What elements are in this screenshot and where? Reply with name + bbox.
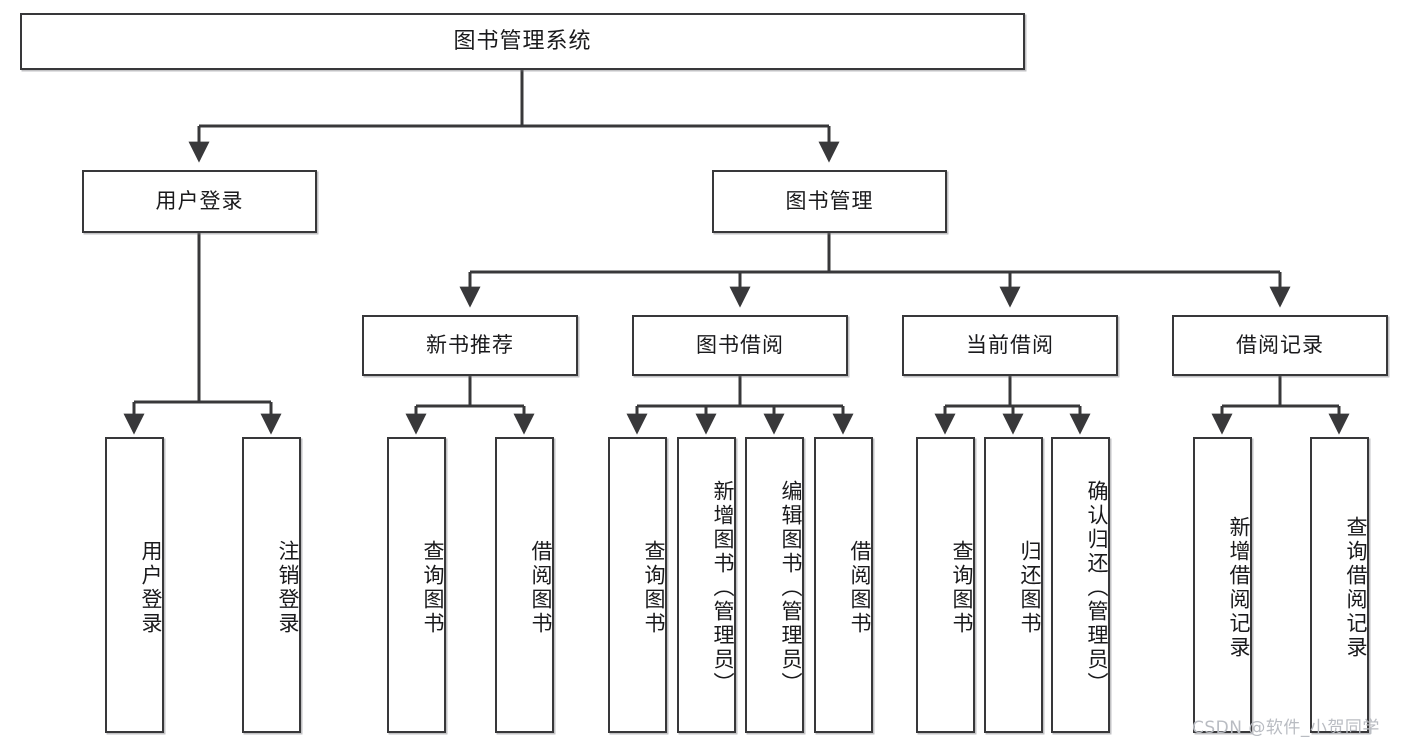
node-label: 注销登录	[276, 540, 300, 636]
node-label: 查询图书	[421, 540, 445, 636]
node-label: 用户登录	[139, 540, 163, 636]
watermark-text: CSDN @软件_小贺同学	[1192, 718, 1380, 738]
node-label: 编辑图书（管理员）	[779, 480, 803, 696]
leaf-current-borrow-query[interactable]: 查询图书	[916, 437, 975, 733]
node-label: 查询图书	[950, 540, 974, 636]
node-label: 新增借阅记录	[1227, 516, 1251, 660]
node-current-borrow[interactable]: 当前借阅	[902, 315, 1118, 376]
node-label: 查询图书	[642, 540, 666, 636]
node-root-system[interactable]: 图书管理系统	[20, 13, 1025, 70]
leaf-current-borrow-return[interactable]: 归还图书	[984, 437, 1043, 733]
leaf-user-login-logout[interactable]: 注销登录	[242, 437, 301, 733]
node-label: 借阅记录	[1236, 333, 1324, 358]
node-user-login[interactable]: 用户登录	[82, 170, 317, 233]
node-book-management[interactable]: 图书管理	[712, 170, 947, 233]
node-label: 图书借阅	[696, 333, 784, 358]
node-label: 当前借阅	[966, 333, 1054, 358]
leaf-book-borrow-borrow[interactable]: 借阅图书	[814, 437, 873, 733]
leaf-user-login-login[interactable]: 用户登录	[105, 437, 164, 733]
node-label: 用户登录	[155, 189, 244, 214]
node-borrow-record[interactable]: 借阅记录	[1172, 315, 1388, 376]
leaf-borrow-record-add[interactable]: 新增借阅记录	[1193, 437, 1252, 733]
node-label: 归还图书	[1018, 540, 1042, 636]
leaf-book-borrow-add[interactable]: 新增图书（管理员）	[677, 437, 736, 733]
node-label: 确认归还（管理员）	[1085, 480, 1109, 696]
leaf-current-borrow-confirm-return[interactable]: 确认归还（管理员）	[1051, 437, 1110, 733]
node-label: 图书管理	[785, 189, 874, 214]
node-new-book-recommend[interactable]: 新书推荐	[362, 315, 578, 376]
node-label: 新增图书（管理员）	[711, 480, 735, 696]
leaf-new-book-query[interactable]: 查询图书	[387, 437, 446, 733]
leaf-borrow-record-query[interactable]: 查询借阅记录	[1310, 437, 1369, 733]
node-label: 查询借阅记录	[1344, 516, 1368, 660]
leaf-book-borrow-edit[interactable]: 编辑图书（管理员）	[745, 437, 804, 733]
node-label: 借阅图书	[848, 540, 872, 636]
leaf-new-book-borrow[interactable]: 借阅图书	[495, 437, 554, 733]
node-book-borrow[interactable]: 图书借阅	[632, 315, 848, 376]
node-label: 新书推荐	[426, 333, 514, 358]
leaf-book-borrow-query[interactable]: 查询图书	[608, 437, 667, 733]
node-label: 借阅图书	[529, 540, 553, 636]
node-label: 图书管理系统	[453, 28, 592, 54]
